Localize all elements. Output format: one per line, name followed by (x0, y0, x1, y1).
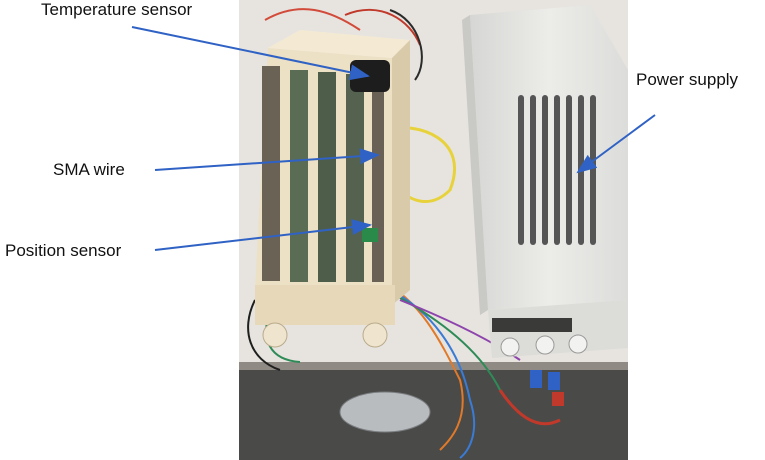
arrow-power-supply (576, 114, 656, 174)
annotation-arrows (131, 26, 656, 251)
label-temperature-sensor: Temperature sensor (41, 0, 193, 19)
wires (247, 8, 561, 459)
arrow-position-sensor (154, 219, 372, 251)
actuator-frame (255, 30, 410, 348)
power-supply-unit (462, 5, 628, 406)
metal-disk (339, 391, 431, 433)
label-power-supply: Power supply (636, 70, 739, 89)
label-position-sensor: Position sensor (5, 241, 122, 260)
arrow-sma-wire (154, 148, 380, 171)
arrow-temperature-sensor (131, 26, 370, 81)
label-sma-wire: SMA wire (53, 160, 125, 179)
